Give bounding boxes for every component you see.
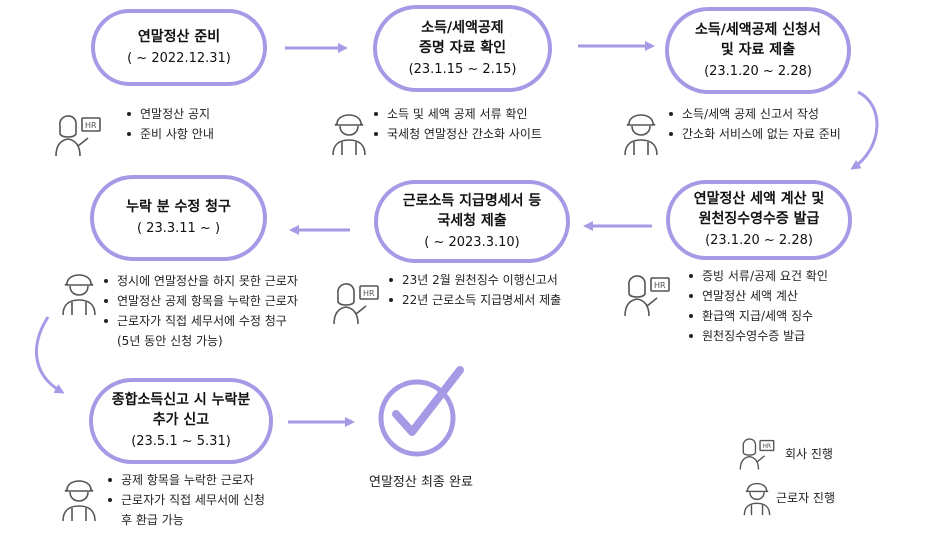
list-item: 연말정산 세액 계산 xyxy=(688,286,828,306)
step-title: 원천징수영수증 발급 xyxy=(698,211,820,227)
step-title: 소득/세액공제 xyxy=(421,19,504,36)
step-6-node: 누락 분 수정 청구 ( 23.3.11 ~ ) xyxy=(90,175,267,261)
svg-text:HR: HR xyxy=(654,281,666,290)
arrow-3-4 xyxy=(850,90,879,170)
step-2-details: 소득 및 세액 공제 서류 확인 국세청 연말정산 간소화 사이트 xyxy=(373,104,542,144)
hr-staff-icon: HR xyxy=(333,283,379,325)
svg-text:HR: HR xyxy=(85,121,97,130)
step-title: 연말정산 준비 xyxy=(137,28,221,45)
step-3-node: 소득/세액공제 신청서 및 자료 제출 (23.1.20 ~ 2.28) xyxy=(665,7,851,94)
step-1-details: 연말정산 공지 준비 사항 안내 xyxy=(126,104,214,144)
svg-text:HR: HR xyxy=(363,289,375,298)
step-7-details: 공제 항목을 누락한 근로자 근로자가 직접 세무서에 신청 후 환급 가능 xyxy=(107,470,265,530)
step-7-node: 종합소득신고 시 누락분 추가 신고 (23.5.1 ~ 5.31) xyxy=(89,378,273,464)
list-item: 근로자가 직접 세무서에 수정 청구 xyxy=(103,311,298,331)
legend-label-worker: 근로자 진행 xyxy=(776,491,836,505)
step-title: 추가 신고 xyxy=(152,412,210,428)
step-title: 근로소득 지급명세서 등 xyxy=(402,192,542,209)
list-item: 정시에 연말정산을 하지 못한 근로자 xyxy=(103,271,298,291)
svg-text:HR: HR xyxy=(762,443,772,450)
list-item: 국세청 연말정산 간소화 사이트 xyxy=(373,124,542,144)
list-item: 22년 근로소득 지급명세서 제출 xyxy=(388,290,561,310)
list-item: 소득/세액 공제 신고서 작성 xyxy=(668,104,841,124)
step-date: (23.1.20 ~ 2.28) xyxy=(705,233,813,248)
worker-helmet-icon xyxy=(62,274,96,316)
step-5-details: 23년 2월 원천징수 이행신고서 22년 근로소득 지급명세서 제출 xyxy=(388,270,561,310)
list-item: 연말정산 공지 xyxy=(126,104,214,124)
step-date: (23.1.20 ~ 2.28) xyxy=(704,63,812,79)
step-date: ( 23.3.11 ~ ) xyxy=(136,221,221,236)
list-item: 원천징수영수증 발급 xyxy=(688,326,828,346)
worker-helmet-icon xyxy=(62,480,96,522)
step-title: 국세청 제출 xyxy=(437,212,507,229)
list-item: 간소화 서비스에 없는 자료 준비 xyxy=(668,124,841,144)
step-title: 소득/세액공제 신청서 xyxy=(695,21,821,38)
list-item-note: 후 환급 가능 xyxy=(121,513,184,527)
step-date: (23.1.15 ~ 2.15) xyxy=(408,61,517,77)
list-item: 근로자가 직접 세무서에 신청 xyxy=(107,490,265,510)
step-4-node: 연말정산 세액 계산 및 원천징수영수증 발급 (23.1.20 ~ 2.28) xyxy=(666,180,852,260)
step-3-details: 소득/세액 공제 신고서 작성 간소화 서비스에 없는 자료 준비 xyxy=(668,104,841,144)
step-title: 증명 자료 확인 xyxy=(418,39,507,56)
list-item: 연말정산 공제 항목을 누락한 근로자 xyxy=(103,291,298,311)
step-date: (23.5.1 ~ 5.31) xyxy=(131,434,231,449)
step-title: 종합소득신고 시 누락분 xyxy=(111,392,251,408)
step-1-node: 연말정산 준비 ( ~ 2022.12.31) xyxy=(91,9,267,86)
list-item-note: (5년 동안 신청 가능) xyxy=(117,334,223,348)
hr-staff-icon: HR xyxy=(624,275,670,317)
list-item: 23년 2월 원천징수 이행신고서 xyxy=(388,270,561,290)
step-2-node: 소득/세액공제 증명 자료 확인 (23.1.15 ~ 2.15) xyxy=(373,5,552,92)
worker-helmet-icon xyxy=(332,114,366,156)
list-item: 소득 및 세액 공제 서류 확인 xyxy=(373,104,542,124)
list-item: 증빙 서류/공제 요건 확인 xyxy=(688,266,828,286)
step-title: 및 자료 제출 xyxy=(720,41,796,58)
legend-label-company: 회사 진행 xyxy=(785,447,833,461)
list-item: 환급액 지급/세액 징수 xyxy=(688,306,828,326)
step-6-details: 정시에 연말정산을 하지 못한 근로자 연말정산 공제 항목을 누락한 근로자 … xyxy=(103,271,298,351)
hr-staff-icon: HR xyxy=(55,115,101,157)
worker-helmet-icon xyxy=(743,482,771,516)
step-date: ( ~ 2023.3.10) xyxy=(424,234,520,250)
list-item: 준비 사항 안내 xyxy=(126,124,214,144)
step-date: ( ~ 2022.12.31) xyxy=(127,50,231,66)
step-4-details: 증빙 서류/공제 요건 확인 연말정산 세액 계산 환급액 지급/세액 징수 원… xyxy=(688,266,828,346)
step-title: 연말정산 세액 계산 및 xyxy=(693,191,825,207)
list-item: 공제 항목을 누락한 근로자 xyxy=(107,470,265,490)
arrow-6-7 xyxy=(35,316,65,394)
worker-helmet-icon xyxy=(624,114,658,156)
checkmark-icon xyxy=(378,366,464,457)
step-5-node: 근로소득 지급명세서 등 국세청 제출 ( ~ 2023.3.10) xyxy=(374,180,570,263)
final-label: 연말정산 최종 완료 xyxy=(369,475,473,490)
hr-staff-icon: HR xyxy=(739,438,775,470)
step-title: 누락 분 수정 청구 xyxy=(126,199,231,215)
